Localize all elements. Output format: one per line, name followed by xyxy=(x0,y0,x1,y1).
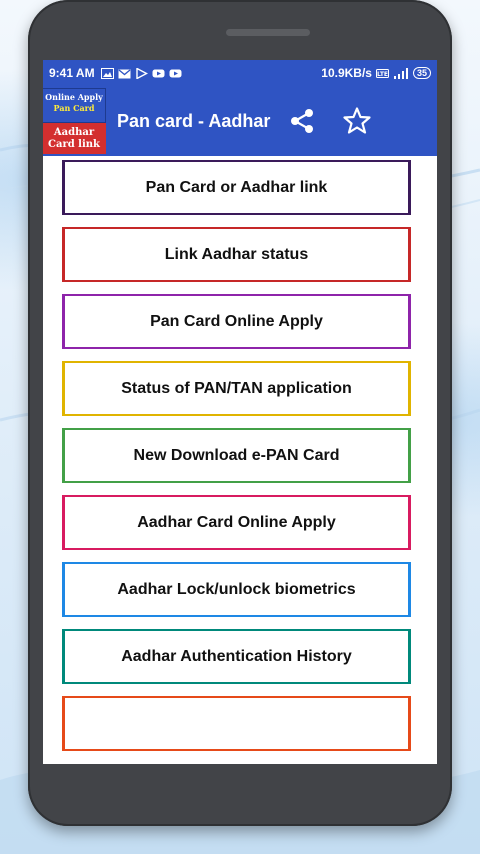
svg-text:LTE: LTE xyxy=(377,71,388,78)
logo-line-4: Card link xyxy=(48,139,100,150)
menu-item-aadhar-lock-biometrics[interactable]: Aadhar Lock/unlock biometrics xyxy=(62,562,411,617)
menu-item-partial[interactable] xyxy=(62,696,411,751)
signal-icon xyxy=(393,67,408,79)
menu-item-pan-online-apply[interactable]: Pan Card Online Apply xyxy=(62,294,411,349)
logo-line-2: Pan Card xyxy=(53,103,95,113)
menu-item-link-aadhar-status[interactable]: Link Aadhar status xyxy=(62,227,411,282)
app-logo: Online Apply Pan Card Aadhar Card link xyxy=(43,88,106,154)
menu-list: Pan Card or Aadhar link Link Aadhar stat… xyxy=(43,156,437,751)
menu-item-label: Aadhar Authentication History xyxy=(121,647,352,665)
star-icon[interactable] xyxy=(342,106,372,136)
menu-item-aadhar-online-apply[interactable]: Aadhar Card Online Apply xyxy=(62,495,411,550)
image-icon xyxy=(100,67,114,79)
youtube-icon xyxy=(169,69,182,77)
menu-item-label: Status of PAN/TAN application xyxy=(121,379,352,397)
play-store-icon xyxy=(135,67,148,79)
app-title: Pan card - Aadhar xyxy=(117,110,271,131)
status-right: 10.9KB/s LTE 35 xyxy=(321,66,431,80)
phone-screen: 9:41 AM 10.9KB/s LTE 35 Online Apply Pan… xyxy=(43,60,437,764)
menu-item-label: Aadhar Lock/unlock biometrics xyxy=(117,580,356,598)
menu-item-download-epan[interactable]: New Download e-PAN Card xyxy=(62,428,411,483)
volte-icon: LTE xyxy=(375,68,389,78)
status-time: 9:41 AM xyxy=(49,66,95,80)
battery-indicator: 35 xyxy=(412,67,431,79)
menu-item-aadhar-auth-history[interactable]: Aadhar Authentication History xyxy=(62,629,411,684)
app-bar: Online Apply Pan Card Aadhar Card link P… xyxy=(43,86,437,156)
menu-item-label: Link Aadhar status xyxy=(164,245,309,263)
menu-item-label: Pan Card Online Apply xyxy=(150,312,323,330)
phone-speaker xyxy=(226,29,310,36)
share-icon[interactable] xyxy=(288,107,316,135)
logo-top: Online Apply Pan Card xyxy=(43,88,106,123)
network-speed: 10.9KB/s xyxy=(321,66,372,80)
menu-item-label: Pan Card or Aadhar link xyxy=(145,178,328,196)
menu-item-label: New Download e-PAN Card xyxy=(133,446,340,464)
mail-icon xyxy=(118,68,131,78)
menu-item-label: Aadhar Card Online Apply xyxy=(137,513,336,531)
menu-item-pan-aadhar-link[interactable]: Pan Card or Aadhar link xyxy=(62,160,411,215)
logo-bottom: Aadhar Card link xyxy=(43,123,106,154)
logo-line-3: Aadhar xyxy=(53,127,95,138)
youtube-icon xyxy=(152,69,165,77)
status-bar: 9:41 AM 10.9KB/s LTE 35 xyxy=(43,60,437,86)
logo-line-1: Online Apply xyxy=(45,92,103,102)
notification-icons xyxy=(100,67,182,79)
menu-item-pan-tan-status[interactable]: Status of PAN/TAN application xyxy=(62,361,411,416)
